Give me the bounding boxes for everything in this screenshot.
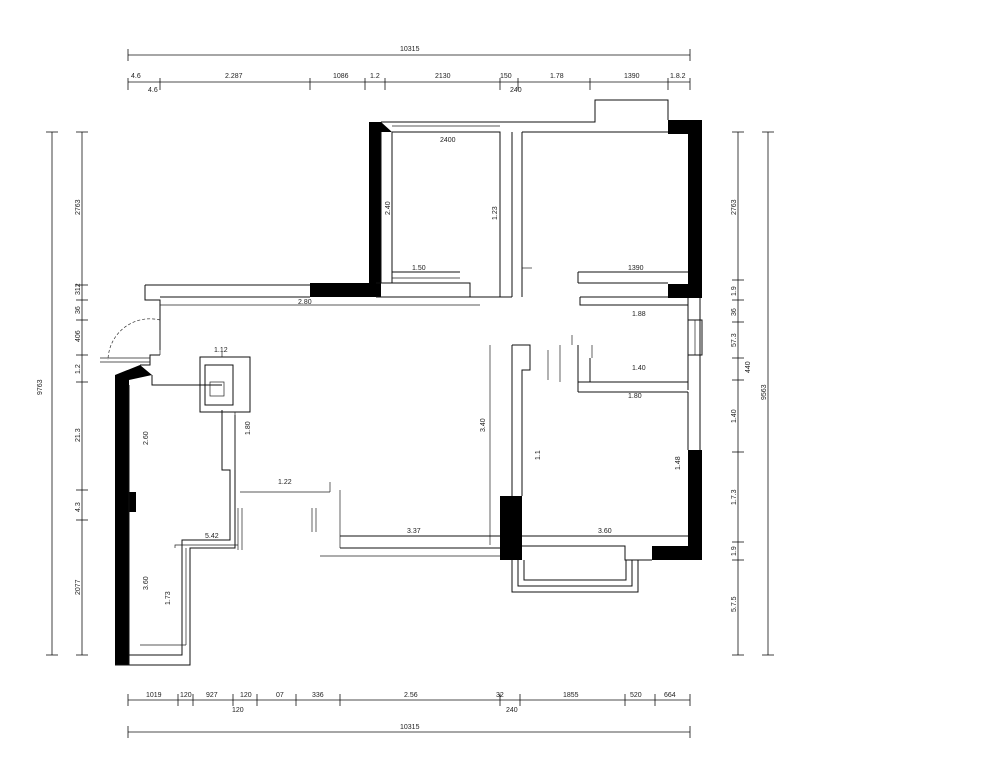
right-seg-7: 1.9 — [731, 546, 738, 556]
bottom-seg-2: 927 — [206, 692, 218, 699]
label-12: 3.40 — [480, 418, 487, 432]
label-18: 3.60 — [143, 576, 150, 590]
top-sub-0: 4.6 — [148, 87, 158, 94]
label-15: 3.37 — [407, 528, 421, 535]
label-20: 5.42 — [205, 533, 219, 540]
top-seg-8: 1390 — [624, 73, 640, 80]
left-seg-2: 36 — [75, 306, 82, 314]
top-dimension-chain: 10315 4.6 2.287 1086 1.2 2130 150 1.78 1… — [127, 46, 691, 94]
bottom-seg-6: 2.56 — [404, 692, 418, 699]
bottom-total-label: 10315 — [400, 724, 420, 731]
label-2: 1.23 — [492, 206, 499, 220]
left-seg-6: 4.3 — [75, 502, 82, 512]
top-seg-5: 150 — [500, 73, 512, 80]
right-seg-3: 57.3 — [731, 333, 738, 347]
label-13: 1.1 — [535, 450, 542, 460]
label-3: 1.50 — [412, 265, 426, 272]
right-seg-2: 36 — [731, 308, 738, 316]
label-9: 1.12 — [214, 347, 228, 354]
right-dimension-chain: 2763 1.9 36 57.3 440 1.40 1.7.3 1.9 5.7.… — [731, 131, 774, 656]
label-6: 1.88 — [632, 311, 646, 318]
right-seg-0: 2763 — [731, 199, 738, 215]
label-1: 2.40 — [385, 201, 392, 215]
bottom-seg-5: 336 — [312, 692, 324, 699]
bottom-seg-10: 664 — [664, 692, 676, 699]
solid-walls — [115, 120, 702, 665]
bottom-seg-0: 1019 — [146, 692, 162, 699]
bottom-seg-4: 07 — [276, 692, 284, 699]
bottom-seg-8: 1855 — [563, 692, 579, 699]
top-seg-0: 4.6 — [131, 73, 141, 80]
wall-outlines — [100, 99, 703, 666]
left-seg-7: 2077 — [75, 579, 82, 595]
left-seg-0: 2763 — [75, 199, 82, 215]
label-0: 2400 — [440, 137, 456, 144]
label-11: 1.80 — [245, 421, 252, 435]
bottom-dimension-chain: 1019 120 927 120 07 336 2.56 32 1855 520… — [127, 692, 691, 738]
label-19: 1.73 — [165, 591, 172, 605]
right-seg-4: 440 — [745, 361, 752, 373]
top-seg-6: 1.78 — [550, 73, 564, 80]
label-16: 3.60 — [598, 528, 612, 535]
left-seg-5: 21.3 — [75, 428, 82, 442]
right-seg-6: 1.7.3 — [731, 489, 738, 505]
label-14: 1.22 — [278, 479, 292, 486]
label-17: 1.48 — [675, 456, 682, 470]
bottom-seg-3: 120 — [240, 692, 252, 699]
bottom-sub-0: 120 — [232, 707, 244, 714]
left-seg-1: 312 — [75, 283, 82, 295]
top-seg-3: 1.2 — [370, 73, 380, 80]
left-seg-4: 1.2 — [75, 364, 82, 374]
right-seg-5: 1.40 — [731, 409, 738, 423]
label-10: 2.60 — [143, 431, 150, 445]
top-seg-1: 2.287 — [225, 73, 243, 80]
label-5: 1390 — [628, 265, 644, 272]
right-seg-8: 5.7.5 — [731, 596, 738, 612]
bottom-seg-7: 32 — [496, 692, 504, 699]
entrance-door-swing — [107, 318, 161, 361]
top-seg-9: 1.8.2 — [670, 73, 686, 80]
bottom-seg-1: 120 — [180, 692, 192, 699]
top-total-label: 10315 — [400, 46, 420, 53]
left-seg-3: 406 — [75, 330, 82, 342]
top-sub-1: 240 — [510, 87, 522, 94]
label-7: 1.40 — [632, 365, 646, 372]
label-4: 2.80 — [298, 299, 312, 306]
bottom-sub-1: 240 — [506, 707, 518, 714]
label-8: 1.80 — [628, 393, 642, 400]
left-total-label: 9763 — [37, 379, 44, 395]
bottom-seg-9: 520 — [630, 692, 642, 699]
right-seg-1: 1.9 — [731, 286, 738, 296]
interior-labels: 2400 2.40 1.23 1.50 2.80 1390 1.88 1.40 … — [143, 137, 682, 605]
top-seg-4: 2130 — [435, 73, 451, 80]
right-total-label: 9563 — [761, 384, 768, 400]
left-dimension-chain: 9763 2763 312 36 406 1.2 21.3 4.3 2077 — [37, 131, 88, 656]
top-seg-2: 1086 — [333, 73, 349, 80]
